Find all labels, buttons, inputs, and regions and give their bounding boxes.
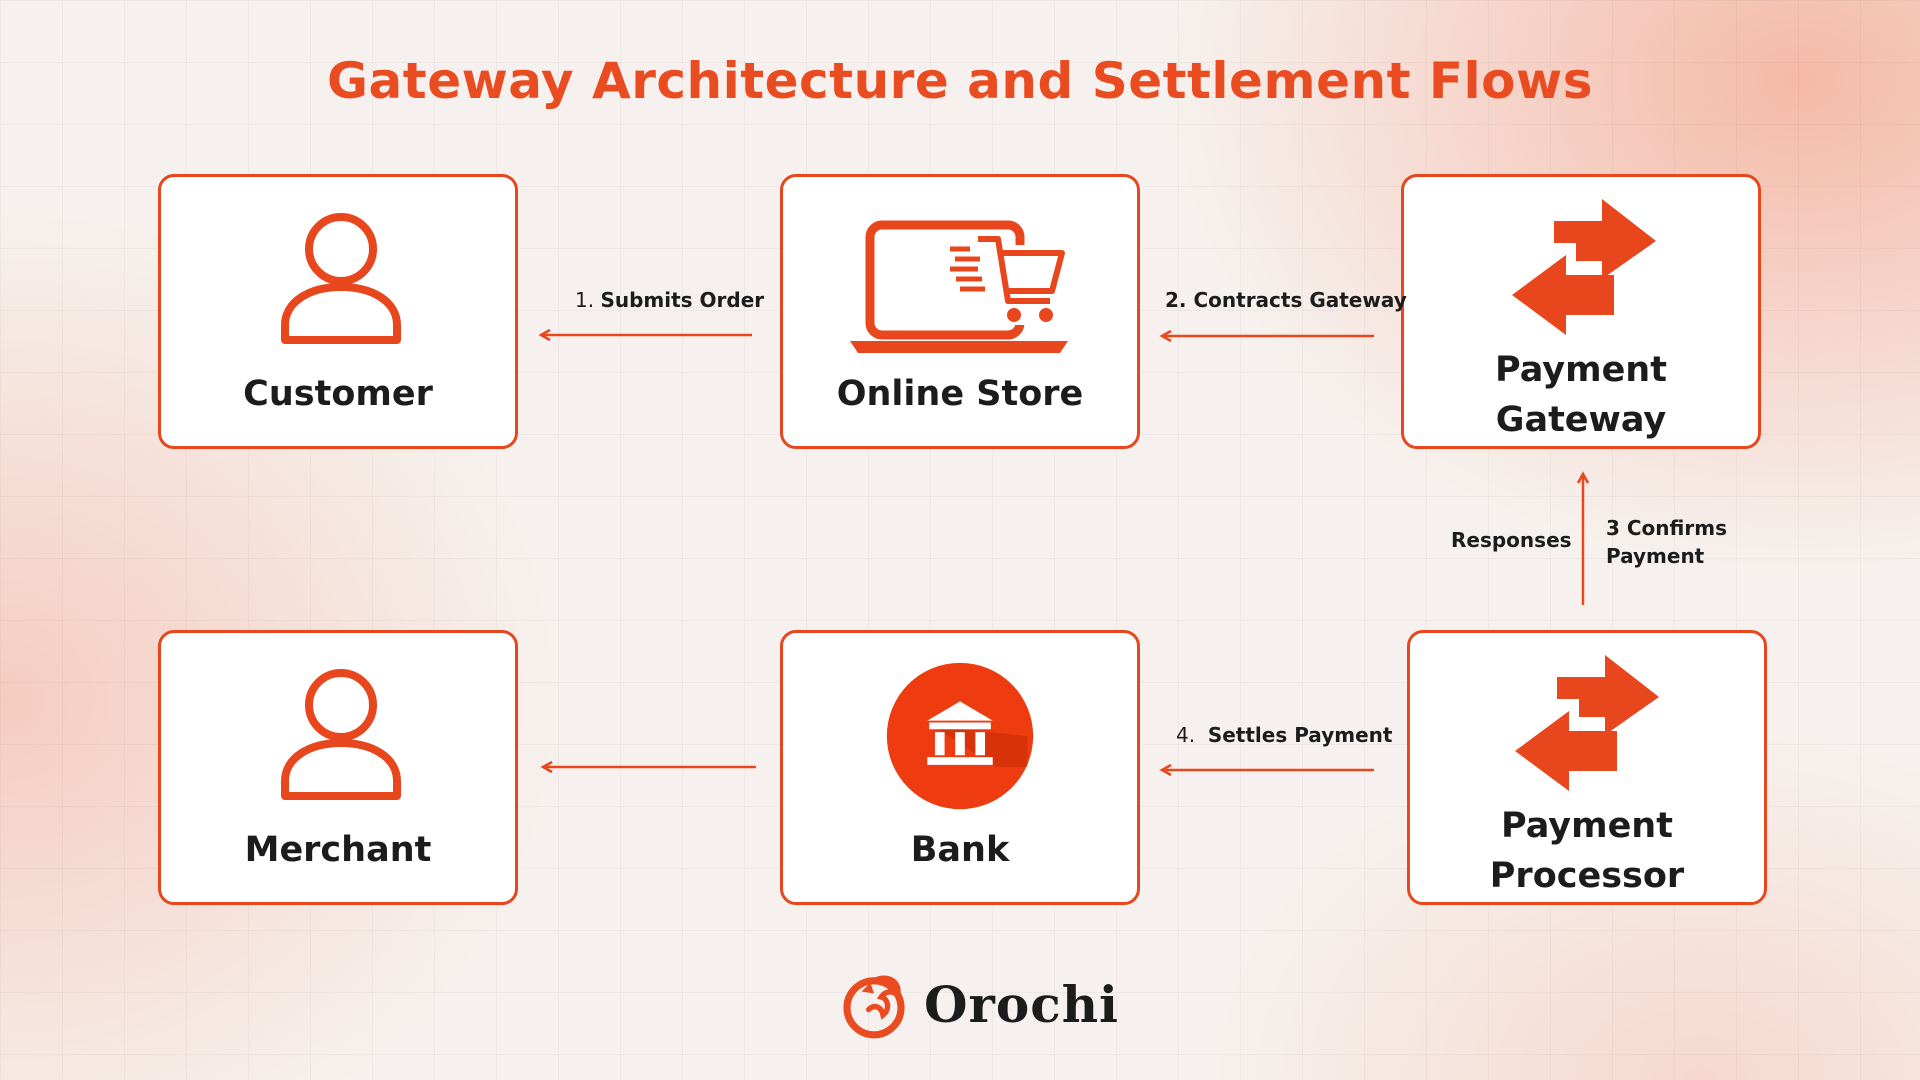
node-payment-processor: Payment Processor bbox=[1407, 630, 1767, 905]
node-bank: Bank bbox=[780, 630, 1140, 905]
laptop-cart-icon bbox=[850, 220, 1068, 353]
arrow-settles-payment-head bbox=[1159, 763, 1172, 777]
brand-name: Orochi bbox=[924, 975, 1120, 1034]
arrow-confirms-payment-head bbox=[1576, 471, 1590, 484]
person-icon bbox=[281, 669, 401, 800]
arrow-submits-order-head bbox=[538, 328, 551, 342]
arrow-bank-merchant-head bbox=[540, 760, 553, 774]
node-label: Online Store bbox=[836, 374, 1084, 414]
node-label: Merchant bbox=[244, 830, 432, 870]
exchange-arrows-icon bbox=[1515, 655, 1659, 791]
exchange-arrows-icon bbox=[1512, 199, 1656, 335]
node-label: Bank bbox=[910, 830, 1010, 870]
node-label-line1: Payment bbox=[1501, 806, 1673, 846]
node-payment-gateway: Payment Gateway bbox=[1401, 174, 1761, 449]
node-online-store: Online Store bbox=[780, 174, 1140, 449]
node-label-line1: Payment bbox=[1495, 350, 1667, 390]
node-customer: Customer bbox=[158, 174, 518, 449]
node-merchant: Merchant bbox=[158, 630, 518, 905]
arrow-contracts-gateway-head bbox=[1159, 329, 1172, 343]
node-label-line2: Gateway bbox=[1495, 400, 1667, 440]
edge-label-submits-order: 1. Submits Order bbox=[575, 288, 765, 312]
edge-label-confirms-payment: 3 Confirms Payment bbox=[1606, 516, 1727, 568]
edge-label-settles-payment: 4. Settles Payment bbox=[1176, 723, 1393, 747]
orochi-logo-icon bbox=[843, 975, 905, 1039]
bank-icon bbox=[886, 662, 1034, 810]
node-label-line2: Processor bbox=[1489, 856, 1685, 896]
diagram-title: Gateway Architecture and Settlement Flow… bbox=[327, 52, 1593, 110]
person-icon bbox=[281, 213, 401, 344]
edge-label-responses: Responses bbox=[1451, 528, 1572, 552]
edge-label-contracts-gateway: 2. Contracts Gateway bbox=[1165, 288, 1407, 312]
node-label: Customer bbox=[243, 374, 433, 414]
